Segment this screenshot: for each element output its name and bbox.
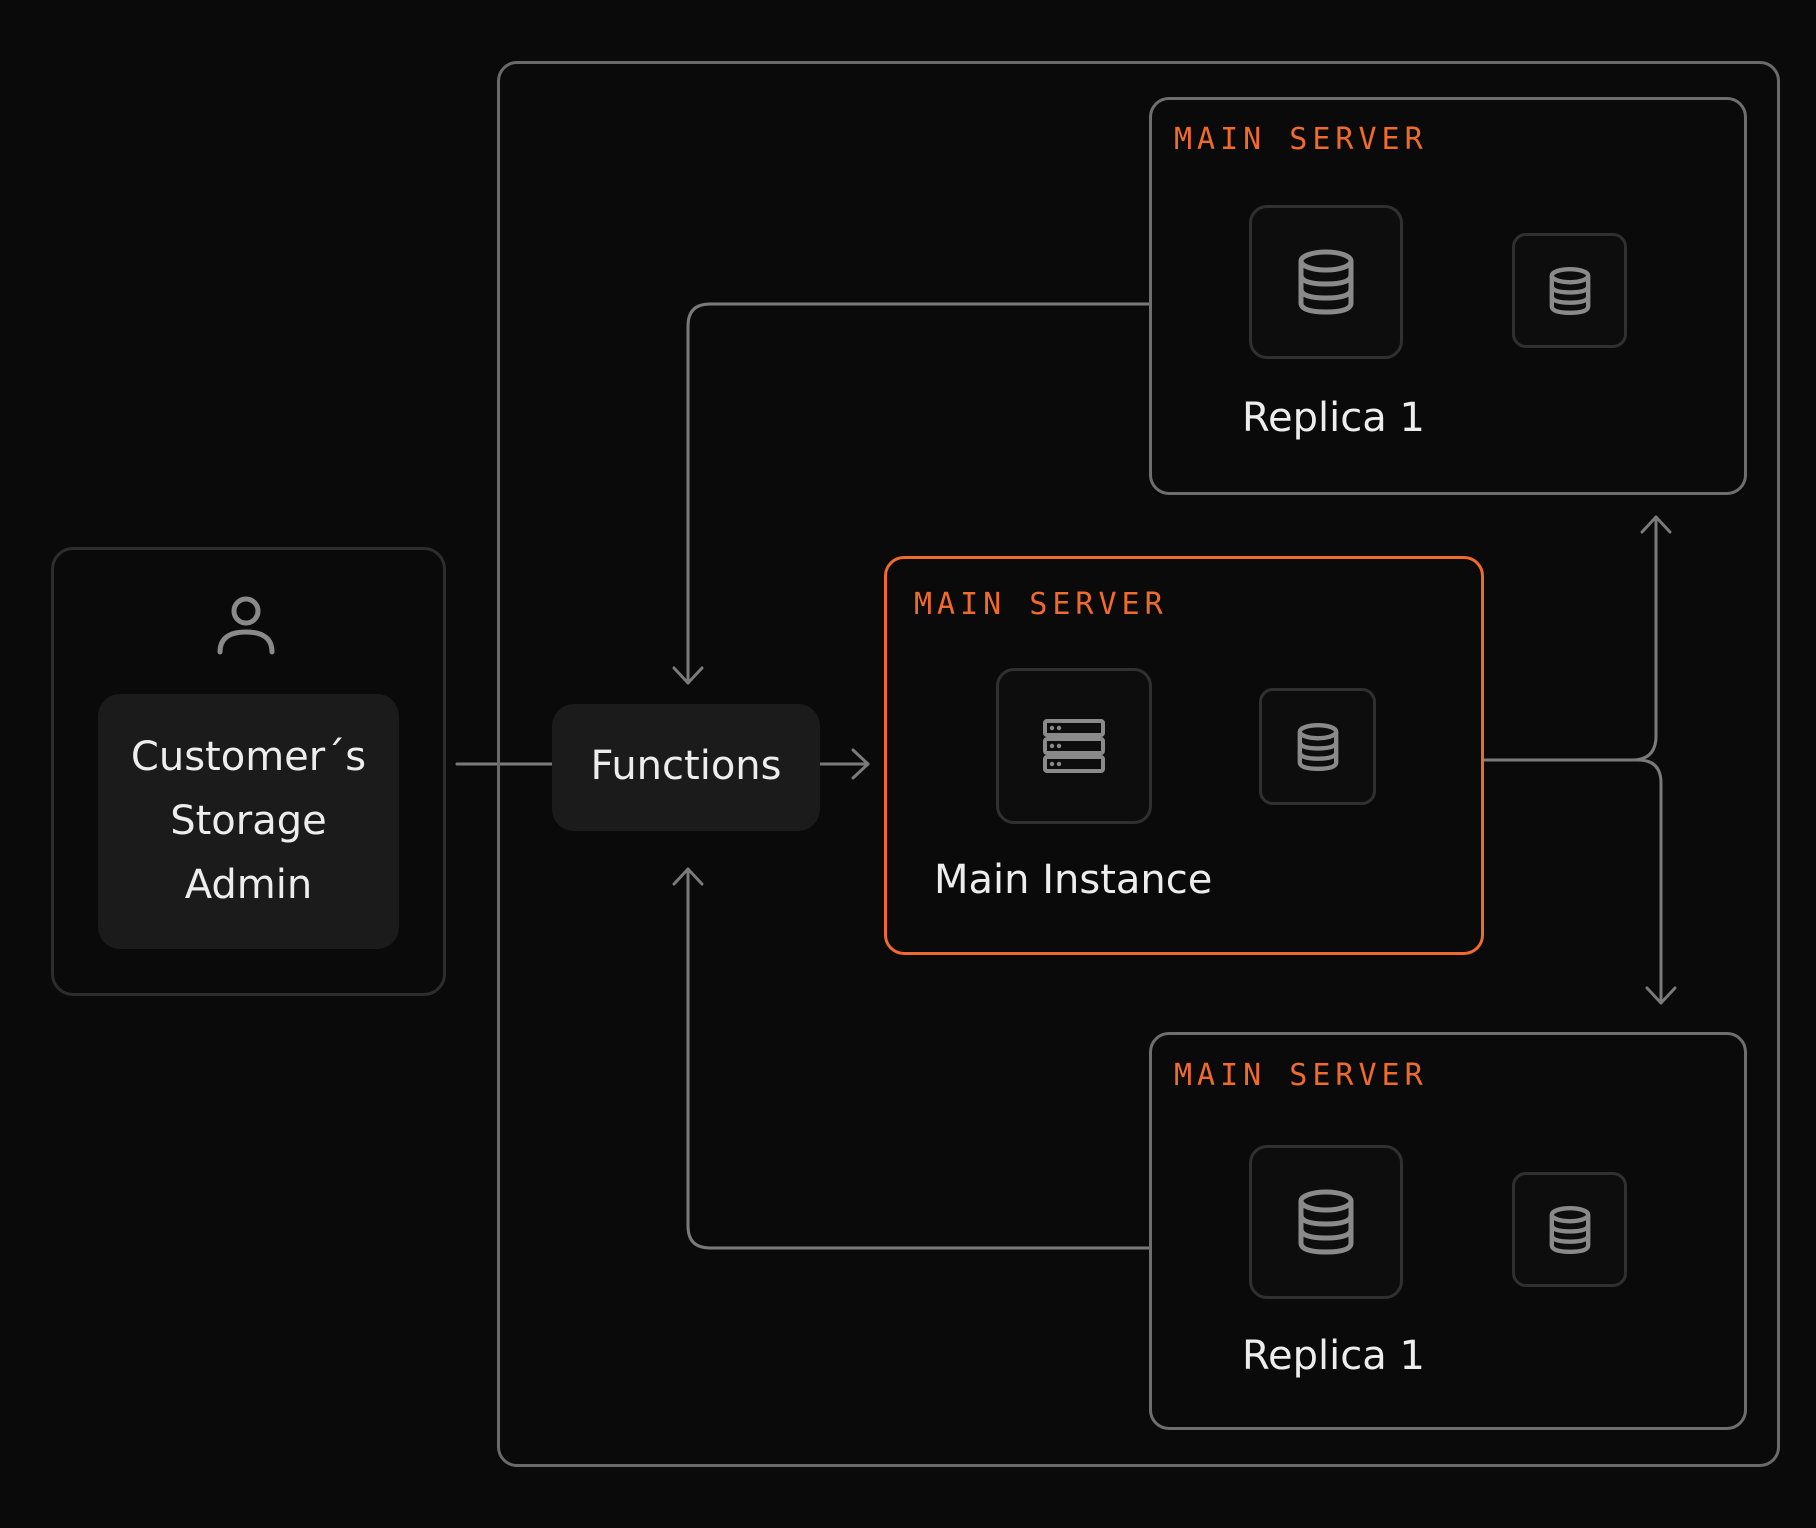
bottom-server-tag: MAIN SERVER xyxy=(1174,1058,1428,1093)
main-server-tag: MAIN SERVER xyxy=(914,587,1168,622)
admin-label-panel xyxy=(98,694,399,949)
cluster-frame xyxy=(497,61,1780,1467)
database-icon xyxy=(1298,1189,1354,1255)
database-icon xyxy=(1549,1205,1590,1254)
functions-label: Functions xyxy=(590,743,782,789)
main-primary-server-tile xyxy=(996,668,1152,824)
main-instance-server[interactable] xyxy=(884,556,1484,955)
top-primary-db-tile xyxy=(1249,205,1403,359)
bottom-primary-db-tile xyxy=(1249,1145,1403,1299)
database-icon xyxy=(1549,266,1590,315)
bottom-server-name: Replica 1 xyxy=(1242,1333,1425,1379)
main-server-name: Main Instance xyxy=(934,857,1213,903)
main-secondary-db-tile xyxy=(1259,688,1376,805)
top-secondary-db-tile xyxy=(1512,233,1627,348)
top-server-tag: MAIN SERVER xyxy=(1174,122,1428,157)
admin-label-line-2: Storage xyxy=(170,798,327,844)
bottom-replica-server[interactable] xyxy=(1149,1032,1747,1430)
user-icon xyxy=(217,596,275,655)
bottom-secondary-db-tile xyxy=(1512,1172,1627,1287)
server-rack-icon xyxy=(1043,719,1105,773)
admin-card xyxy=(51,547,446,996)
main-to-bottom-replica-line xyxy=(1481,758,1663,1005)
top-replica-to-functions-line xyxy=(686,302,1152,685)
top-server-name: Replica 1 xyxy=(1242,395,1425,441)
admin-label-line-1: Customer´s xyxy=(130,734,367,780)
functions-node[interactable] xyxy=(552,704,820,831)
admin-label: Customer´s Storage Admin xyxy=(98,725,399,917)
bottom-replica-to-functions-line xyxy=(686,867,1152,1250)
admin-label-line-3: Admin xyxy=(184,862,313,908)
top-replica-server[interactable] xyxy=(1149,97,1747,495)
database-icon xyxy=(1297,722,1338,771)
database-icon xyxy=(1298,249,1354,315)
